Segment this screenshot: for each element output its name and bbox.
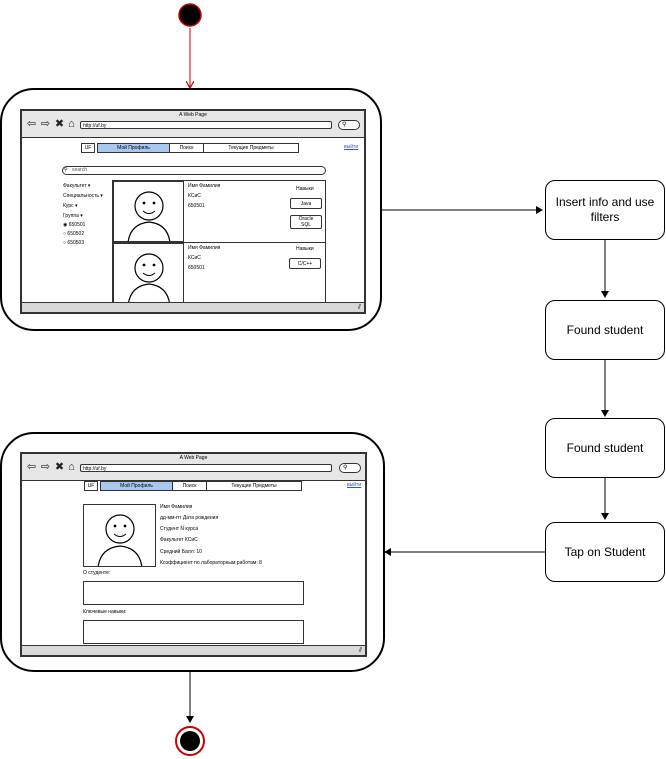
card-group: 650501 <box>188 203 205 209</box>
step-tap-on-student: Tap on Student <box>545 522 665 582</box>
logo: UF <box>84 481 98 491</box>
url-bar[interactable]: http://uf.by <box>80 121 332 129</box>
start-node <box>178 3 202 27</box>
window-title: A Web Page <box>179 455 208 461</box>
card-skills-label: Навыки <box>296 246 314 252</box>
skills-textarea[interactable] <box>83 620 304 644</box>
card-skills-label: Навыки <box>296 186 314 192</box>
tab-current-subjects[interactable]: Текущие Предметы <box>231 483 277 489</box>
step-found-student-1: Found student <box>545 300 665 360</box>
forward-icon[interactable]: ⇨ <box>40 461 51 473</box>
tab-my-profile[interactable]: Мой Профиль <box>101 482 173 490</box>
tab-current-subjects[interactable]: Текущие Предметы <box>228 145 274 151</box>
filter-speciality-label: Специальность <box>63 193 99 199</box>
search-input[interactable]: search <box>62 166 326 175</box>
student-photo <box>113 243 184 305</box>
profile-faculty: Факультет КСиС <box>160 537 198 543</box>
student-photo <box>113 181 184 242</box>
url-bar[interactable]: http://uf.by <box>80 464 332 472</box>
card-name: Имя Фамилия <box>188 183 221 189</box>
group-radio-2-label: 650502 <box>67 231 85 237</box>
filter-faculty-label: Факультет <box>63 183 87 189</box>
group-radio-2[interactable]: ○ 650502 <box>63 231 85 237</box>
profile-photo <box>83 504 156 567</box>
card-faculty: КСиС <box>188 255 201 261</box>
nav-tabs: Мой Профиль Поиск Текущие Предметы <box>100 481 302 491</box>
profile-name: Имя Фамилия <box>160 504 193 510</box>
profile-state: A Web Page ⇦ ⇨ ✖ ⌂ http://uf.by ⚲ UF Мой… <box>0 432 385 672</box>
resize-grip-icon[interactable]: ⫽ <box>358 647 362 654</box>
tab-my-profile[interactable]: Мой Профиль <box>98 144 170 152</box>
filter-group[interactable]: Группа ▾ <box>63 213 83 219</box>
status-bar: ⫽ <box>22 302 364 312</box>
end-node <box>180 731 200 751</box>
step-insert-info: Insert info and use filters <box>545 180 665 240</box>
filter-speciality[interactable]: Специальность ▾ <box>63 193 103 199</box>
avatar-icon <box>97 514 143 566</box>
window-title: A Web Page <box>179 112 207 118</box>
card-group: 650501 <box>188 265 205 271</box>
home-icon[interactable]: ⌂ <box>68 118 75 130</box>
skill-cpp-button[interactable]: C/C++ <box>289 258 321 269</box>
back-icon[interactable]: ⇦ <box>26 461 37 473</box>
card-faculty: КСиС <box>188 193 201 199</box>
title-bar: A Web Page ⇦ ⇨ ✖ ⌂ http://uf.by ⚲ <box>22 111 364 138</box>
student-card[interactable]: Имя Фамилия КСиС 650501 Навыки C/C++ <box>112 242 326 306</box>
title-bar: A Web Page ⇦ ⇨ ✖ ⌂ http://uf.by ⚲ <box>22 454 365 481</box>
search-icon[interactable]: ⚲ <box>338 120 360 130</box>
skills-label: Ключевые навыки: <box>83 609 127 615</box>
logo: UF <box>81 143 95 153</box>
tab-search[interactable]: Поиск <box>170 144 204 152</box>
filter-faculty[interactable]: Факультет ▾ <box>63 183 91 189</box>
step-found-student-2: Found student <box>545 418 665 478</box>
filter-course-label: Курс <box>63 203 74 209</box>
search-input-icon: ⚲ <box>64 167 68 173</box>
status-bar: ⫽ <box>22 645 365 655</box>
filter-course[interactable]: Курс ▾ <box>63 203 78 209</box>
group-radio-3-label: 650503 <box>67 240 85 246</box>
nav-tabs: Мой Профиль Поиск Текущие Предметы <box>97 143 299 153</box>
group-radio-3[interactable]: ○ 650503 <box>63 240 85 246</box>
profile-course: Студент N курса <box>160 526 199 532</box>
forward-icon[interactable]: ⇨ <box>40 118 51 130</box>
search-state: A Web Page ⇦ ⇨ ✖ ⌂ http://uf.by ⚲ UF Мой… <box>0 88 382 331</box>
close-icon[interactable]: ✖ <box>54 118 65 130</box>
tab-search[interactable]: Поиск <box>173 482 207 490</box>
resize-grip-icon[interactable]: ⫽ <box>357 304 361 311</box>
profile-lab-coefficient: Коэффициент по лабораторным работам: 8 <box>160 560 262 566</box>
logout-link[interactable]: выйти <box>344 144 359 150</box>
avatar-icon <box>127 191 171 241</box>
card-name: Имя Фамилия <box>188 245 221 251</box>
browser-window: A Web Page ⇦ ⇨ ✖ ⌂ http://uf.by ⚲ UF Мой… <box>20 452 367 657</box>
about-textarea[interactable] <box>83 581 304 605</box>
home-icon[interactable]: ⌂ <box>68 461 75 473</box>
filter-group-label: Группа <box>63 213 79 219</box>
group-radio-1-label: 650501 <box>68 222 86 228</box>
about-label: О студенте: <box>83 570 111 576</box>
close-icon[interactable]: ✖ <box>54 461 65 473</box>
browser-window: A Web Page ⇦ ⇨ ✖ ⌂ http://uf.by ⚲ UF Мой… <box>20 109 366 314</box>
profile-average-score: Средний Балл: 10 <box>160 549 202 555</box>
skill-oracle-sql-button[interactable]: Oracle SQL <box>290 215 322 229</box>
avatar-icon <box>127 253 171 304</box>
student-card[interactable]: Имя Фамилия КСиС 650501 Навыки Java Orac… <box>112 180 326 243</box>
logout-link[interactable]: выйти <box>347 482 362 488</box>
profile-birthdate: дд-мм-ггг Дата рождения <box>160 515 219 521</box>
search-icon[interactable]: ⚲ <box>339 463 361 473</box>
group-radio-1[interactable]: ◉ 650501 <box>63 222 86 228</box>
back-icon[interactable]: ⇦ <box>26 118 37 130</box>
skill-java-button[interactable]: Java <box>290 198 322 209</box>
